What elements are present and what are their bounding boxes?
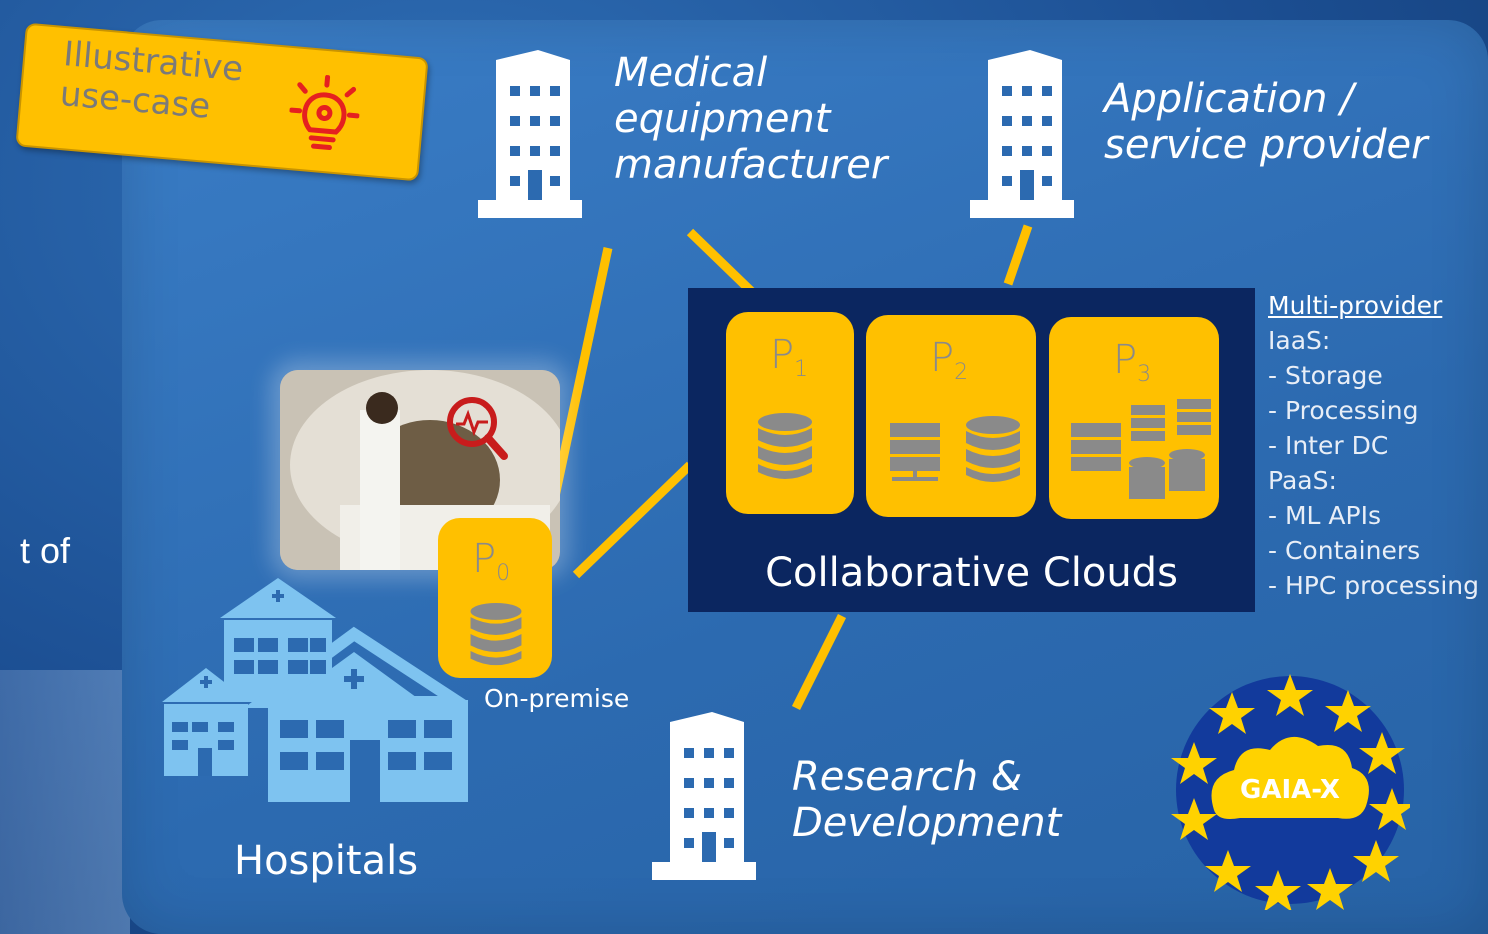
- cloud-title: Collaborative Clouds: [765, 550, 1178, 596]
- provider-p2-label: P2: [930, 335, 969, 385]
- provider-p1-box: P1: [726, 312, 854, 514]
- provider-p3-box: P3: [1049, 317, 1219, 519]
- hospitals-label: Hospitals: [234, 838, 419, 884]
- line-p0-cloud: [572, 461, 694, 579]
- gaia-x-label: GAIA-X: [1240, 775, 1340, 805]
- building-icon: [652, 712, 756, 880]
- provider-p0-label: P0: [472, 536, 511, 586]
- cut-off-text: t of: [20, 530, 71, 571]
- list-item: - Storage: [1268, 361, 1383, 390]
- server-cluster-icon: [1071, 399, 1211, 499]
- building-icon: [970, 50, 1074, 218]
- provider-p1-label: P1: [770, 332, 809, 382]
- provider-p2-box: P2: [866, 315, 1036, 517]
- line-manufacturer-cloud: [686, 228, 756, 296]
- list-item: PaaS:: [1268, 466, 1337, 495]
- server-icon: [890, 423, 940, 481]
- hospital-icon: [162, 578, 468, 802]
- list-item: - Containers: [1268, 536, 1421, 565]
- line-cloud-research: [791, 613, 847, 711]
- database-icon: [470, 602, 522, 666]
- sticky-text: Illustrative use-case: [58, 34, 245, 127]
- database-icon: [758, 413, 812, 479]
- onpremise-label: On-premise: [484, 684, 630, 713]
- provider-p3-label: P3: [1113, 337, 1152, 387]
- manufacturer-label: Medical equipment manufacturer: [614, 50, 888, 188]
- list-item: IaaS:: [1268, 326, 1331, 355]
- star-ring: [1171, 674, 1410, 910]
- ct-scanner-photo: [280, 370, 560, 570]
- research-label: Research & Development: [792, 754, 1062, 846]
- multi-provider-list: Multi-provider IaaS: - Storage - Process…: [1268, 288, 1479, 603]
- list-item: - Inter DC: [1268, 431, 1389, 460]
- line-app-cloud: [1003, 224, 1033, 286]
- building-icon: [478, 50, 582, 218]
- lightbulb-gear-icon: [289, 74, 360, 151]
- app-provider-label: Application / service provider: [1104, 76, 1428, 168]
- list-item: - Processing: [1268, 396, 1419, 425]
- multi-provider-heading: Multi-provider: [1268, 291, 1443, 320]
- list-item: - ML APIs: [1268, 501, 1381, 530]
- gaia-x-logo: GAIA-X: [1171, 674, 1410, 910]
- database-icon: [966, 416, 1020, 482]
- illustrative-sticky-note: Illustrative use-case: [15, 22, 429, 182]
- provider-p0-box: P0: [438, 518, 552, 678]
- list-item: - HPC processing: [1268, 571, 1479, 600]
- background-wave: [0, 670, 130, 934]
